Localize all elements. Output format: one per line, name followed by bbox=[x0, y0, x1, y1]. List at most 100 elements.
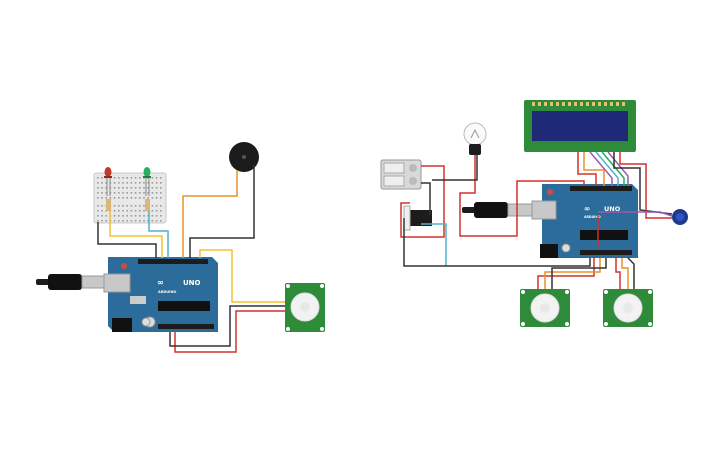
led-red[interactable] bbox=[104, 167, 112, 196]
pir-sensor-left[interactable] bbox=[285, 283, 325, 332]
breadboard-hole bbox=[147, 182, 149, 184]
breadboard-hole bbox=[101, 197, 103, 199]
breadboard-hole bbox=[97, 187, 99, 189]
breadboard-hole bbox=[134, 220, 137, 222]
breadboard-hole bbox=[143, 197, 145, 199]
breadboard-hole bbox=[134, 210, 137, 212]
breadboard-hole bbox=[126, 187, 128, 189]
breadboard-hole bbox=[101, 220, 103, 222]
breadboard-hole bbox=[130, 187, 133, 189]
light-bulb[interactable] bbox=[463, 122, 487, 155]
breadboard-hole bbox=[122, 182, 124, 184]
breadboard-hole bbox=[122, 197, 124, 199]
breadboard-hole bbox=[151, 205, 154, 207]
lcd-pin bbox=[604, 102, 607, 106]
board-brand-text: ARDUINO bbox=[584, 215, 601, 219]
breadboard-hole bbox=[130, 197, 133, 199]
lcd-pin bbox=[544, 102, 547, 106]
breadboard-hole bbox=[160, 197, 162, 199]
breadboard-hole bbox=[113, 177, 116, 179]
lcd-16x2[interactable] bbox=[524, 100, 636, 152]
breadboard-hole bbox=[101, 210, 103, 212]
resistor-1[interactable] bbox=[106, 199, 111, 211]
breadboard-hole bbox=[151, 220, 154, 222]
breadboard-hole bbox=[130, 177, 133, 179]
lcd-pin bbox=[592, 102, 595, 106]
breadboard-hole bbox=[113, 182, 116, 184]
breadboard-hole bbox=[155, 197, 158, 199]
breadboard-hole bbox=[134, 177, 137, 179]
breadboard-hole bbox=[155, 192, 158, 194]
relay-module[interactable] bbox=[403, 205, 432, 231]
breadboard-hole bbox=[160, 177, 162, 179]
breadboard-hole bbox=[134, 205, 137, 207]
arduino-left[interactable]: UNO ∞ ARDUINO bbox=[103, 257, 218, 332]
led-green[interactable] bbox=[143, 167, 151, 196]
breadboard-hole bbox=[151, 187, 154, 189]
breadboard-hole bbox=[155, 182, 158, 184]
battery-pack[interactable] bbox=[380, 159, 422, 190]
breadboard-hole bbox=[160, 187, 162, 189]
breadboard-hole bbox=[113, 192, 116, 194]
lcd-pin bbox=[556, 102, 559, 106]
lcd-pin bbox=[598, 102, 601, 106]
breadboard-hole bbox=[160, 192, 162, 194]
board-brand-text: ARDUINO bbox=[158, 290, 176, 294]
breadboard-hole bbox=[126, 177, 128, 179]
breadboard-hole bbox=[97, 177, 99, 179]
breadboard-hole bbox=[105, 197, 107, 199]
breadboard-hole bbox=[139, 220, 141, 222]
breadboard-hole bbox=[105, 187, 107, 189]
usb-cable-right[interactable] bbox=[462, 202, 533, 218]
breadboard-hole bbox=[105, 192, 107, 194]
arduino-right[interactable]: UNO ∞ ARDUINO bbox=[531, 184, 638, 258]
breadboard-hole bbox=[134, 197, 137, 199]
pir-sensor-right-1[interactable] bbox=[520, 289, 570, 327]
breadboard-hole bbox=[97, 197, 99, 199]
breadboard-hole bbox=[160, 215, 162, 217]
usb-cable-left[interactable] bbox=[36, 274, 107, 290]
breadboard-hole bbox=[151, 177, 154, 179]
lcd-pin bbox=[574, 102, 577, 106]
breadboard-hole bbox=[118, 215, 120, 217]
breadboard-hole bbox=[134, 187, 137, 189]
breadboard-hole bbox=[155, 215, 158, 217]
breadboard-hole bbox=[97, 220, 99, 222]
breadboard-hole bbox=[160, 220, 162, 222]
breadboard-hole bbox=[143, 220, 145, 222]
pir-sensor-right-2[interactable] bbox=[603, 289, 653, 327]
breadboard-hole bbox=[151, 182, 154, 184]
breadboard-hole bbox=[143, 182, 145, 184]
breadboard-hole bbox=[147, 215, 149, 217]
breadboard-hole bbox=[101, 187, 103, 189]
breadboard-hole bbox=[122, 192, 124, 194]
breadboard-hole bbox=[134, 192, 137, 194]
breadboard-hole bbox=[113, 187, 116, 189]
breadboard-hole bbox=[143, 210, 145, 212]
breadboard-hole bbox=[122, 205, 124, 207]
breadboard-hole bbox=[126, 220, 128, 222]
breadboard-hole bbox=[139, 182, 141, 184]
breadboard-hole bbox=[97, 210, 99, 212]
breadboard-hole bbox=[113, 205, 116, 207]
breadboard-hole bbox=[126, 192, 128, 194]
breadboard-hole bbox=[139, 197, 141, 199]
breadboard-hole bbox=[134, 215, 137, 217]
resistor-2[interactable] bbox=[145, 199, 150, 211]
lcd-pin bbox=[622, 102, 625, 106]
breadboard-hole bbox=[155, 210, 158, 212]
breadboard-hole bbox=[118, 205, 120, 207]
breadboard-hole bbox=[122, 215, 124, 217]
breadboard-hole bbox=[113, 220, 116, 222]
breadboard-hole bbox=[147, 187, 149, 189]
breadboard-hole bbox=[147, 197, 149, 199]
piezo-buzzer[interactable] bbox=[229, 142, 259, 172]
breadboard-hole bbox=[139, 177, 141, 179]
breadboard-hole bbox=[139, 215, 141, 217]
svg-text:∞: ∞ bbox=[157, 278, 164, 287]
breadboard-hole bbox=[122, 187, 124, 189]
potentiometer[interactable] bbox=[672, 209, 688, 225]
breadboard-hole bbox=[147, 220, 149, 222]
breadboard-mini[interactable] bbox=[93, 172, 167, 224]
breadboard-hole bbox=[101, 205, 103, 207]
